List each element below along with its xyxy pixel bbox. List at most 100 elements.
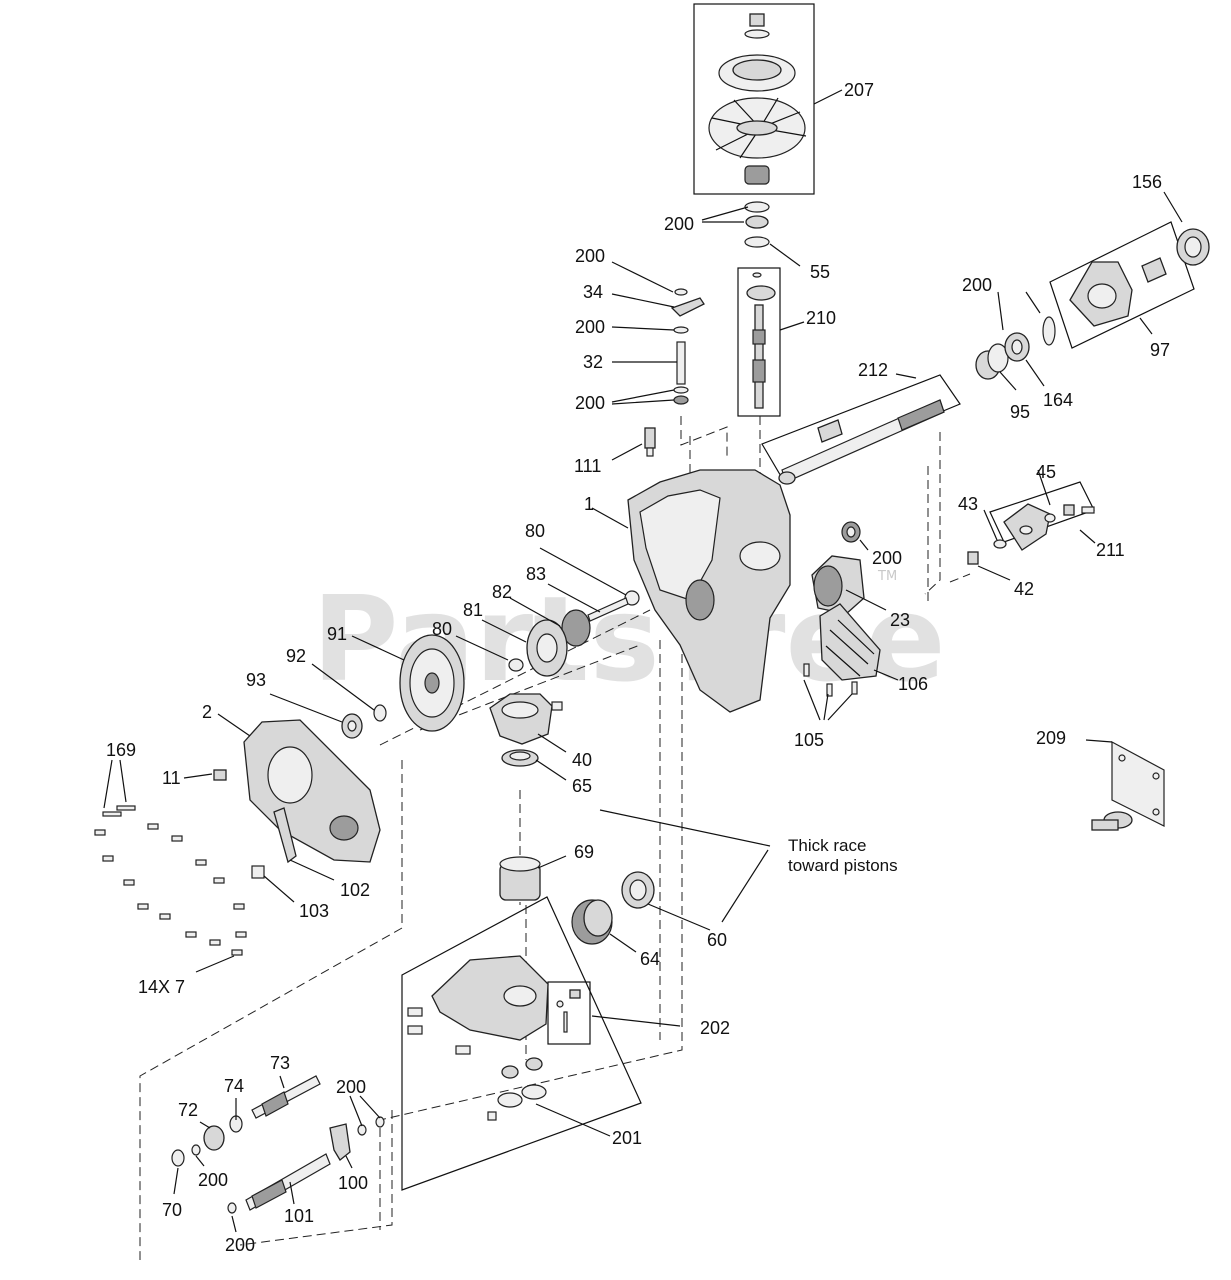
label-103: 103 [299,901,329,921]
assembly-line [949,573,971,583]
label-200: 200 [962,275,992,295]
label-211: 211 [1096,540,1125,560]
label-60: 60 [707,930,727,950]
label-200: 200 [575,317,605,337]
label-200: 200 [575,246,605,266]
watermark-tm: TM [877,569,897,584]
label-81: 81 [463,600,483,620]
label-201: 201 [612,1128,642,1148]
label-156: 156 [1132,172,1162,192]
assembly-line [924,432,941,595]
leader-lines [103,89,1183,1233]
label-43: 43 [958,494,978,514]
note-thick-race: Thick race [788,836,866,855]
label-200: 200 [198,1170,228,1190]
mount-plate-part [1091,740,1165,831]
swash-plate-part [489,693,563,745]
label-105: 105 [794,730,824,750]
vent-plug-part [644,427,656,457]
assembly-line [139,760,403,1260]
wheel-hub-part [1069,228,1210,327]
label-80: 80 [525,521,545,541]
label-73: 73 [270,1053,290,1073]
label-164: 164 [1043,390,1073,410]
bull-gear-part [399,634,465,732]
hub-kit-box [1049,221,1195,349]
label-80: 80 [432,619,452,639]
label-101: 101 [284,1206,314,1226]
check-valve-kit-box [547,981,591,1045]
note-toward-pistons: toward pistons [788,856,898,875]
label-65: 65 [572,776,592,796]
label-202: 202 [700,1018,730,1038]
label-42: 42 [1014,579,1034,599]
brake-shaft-part [227,1116,385,1214]
axle-shaft-part [778,399,945,485]
end-bearing-part [341,704,387,739]
label-64: 64 [640,949,660,969]
axle-bearings-part [975,316,1056,380]
input-shaft-part [746,272,776,409]
label-23: 23 [890,610,910,630]
label-97: 97 [1150,340,1170,360]
label-111: 111 [574,456,601,476]
label-212: 212 [858,360,888,380]
label-1: 1 [584,494,594,514]
label-45: 45 [1036,462,1056,482]
main-housing-part [627,469,791,713]
seal-rings-part [744,201,770,248]
label-200: 200 [872,548,902,568]
label-34: 34 [583,282,603,302]
fan-pulley-part [708,13,807,185]
guard-part [803,603,881,697]
gear-train-part [508,590,640,677]
label-55: 55 [810,262,830,282]
label-106: 106 [898,674,928,694]
drain-plug-part [213,769,227,781]
label-40: 40 [572,750,592,770]
output-shaft-part [171,1075,321,1167]
input-shaft-kit-box [737,267,781,417]
label-72: 72 [178,1100,198,1120]
label-210: 210 [806,308,836,328]
assembly-line [239,1110,393,1246]
label-91: 91 [327,624,347,644]
label-82: 82 [492,582,512,602]
thrust-bearing-part [501,749,539,767]
label-200: 200 [225,1235,255,1255]
label-69: 69 [574,842,594,862]
end-cover-part [243,719,381,863]
label-83: 83 [526,564,546,584]
motor-cylinder-part [571,871,655,945]
label-93: 93 [246,670,266,690]
label-102: 102 [340,880,370,900]
bypass-lever-part [670,288,705,405]
label-200: 200 [575,393,605,413]
cover-bolts-part [94,805,247,956]
center-section-part [407,955,549,1121]
label-2: 2 [202,702,212,722]
label-169: 169 [106,740,136,760]
control-arm-part [251,807,297,879]
label-32: 32 [583,352,603,372]
fan-pulley-kit-box [693,3,815,195]
pump-cylinder-part [499,856,541,901]
label-207: 207 [844,80,874,100]
label-11: 11 [162,768,181,788]
label-100: 100 [338,1173,368,1193]
assembly-line [419,644,641,731]
check-valve-part [556,989,581,1033]
axle-kit-box [761,374,961,479]
label-92: 92 [286,646,306,666]
label-74: 74 [224,1076,244,1096]
assembly-line [680,416,728,460]
center-section-kit-box [401,896,642,1191]
label-200: 200 [336,1077,366,1097]
bracket-part [967,503,1095,565]
label-70: 70 [162,1200,182,1220]
label-200: 200 [664,214,694,234]
filter-part [811,521,865,615]
label-95: 95 [1010,402,1030,422]
label-14x7: 14X 7 [138,977,185,997]
